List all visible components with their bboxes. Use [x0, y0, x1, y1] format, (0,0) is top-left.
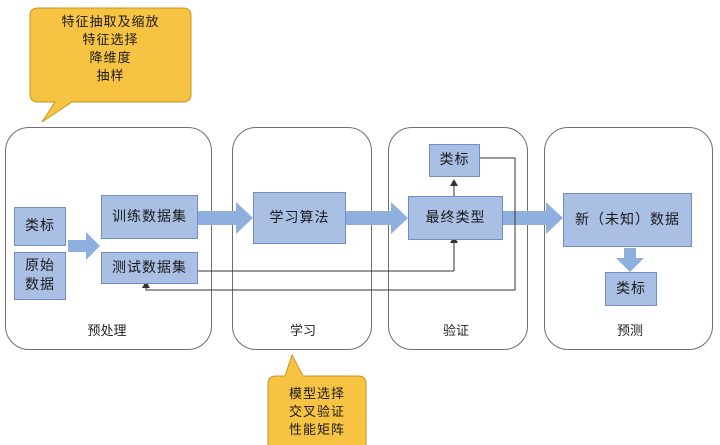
callout-line: 性能矩阵: [288, 423, 345, 438]
callout-line: 特征抽取及缩放: [61, 15, 160, 30]
arrow-train-to-algo: [197, 202, 253, 234]
learning-algorithm-box: 学习算法: [253, 192, 346, 244]
callout-line: 降维度: [89, 51, 132, 66]
callout-line: 抽样: [96, 69, 125, 84]
line-label-loop: [142, 157, 516, 291]
final-model-box: 最终类型: [408, 196, 503, 240]
stage-label-preprocess: 预处理: [87, 324, 127, 339]
arrow-new-to-label: [616, 248, 644, 272]
stage-label-learning: 学习: [289, 324, 316, 339]
top-callout-text: 特征抽取及缩放 特征选择 降维度 抽样: [30, 14, 191, 86]
label-box-validation: 类标: [429, 144, 480, 177]
callout-line: 特征选择: [82, 33, 139, 48]
bottom-callout-bubble: [267, 353, 367, 445]
top-callout-bubble: [29, 7, 192, 123]
label-box-prediction: 类标: [605, 272, 657, 306]
raw-data-box: 原始 数据: [14, 252, 66, 300]
stage-label-prediction: 预测: [616, 324, 643, 339]
callout-line: 模型选择: [288, 387, 345, 402]
label-box-preprocess: 类标: [14, 207, 66, 246]
new-data-box: 新（未知）数据: [563, 193, 692, 247]
arrow-pre-to-sets: [68, 232, 100, 260]
stage-label-validation: 验证: [442, 324, 469, 339]
bottom-callout-text: 模型选择 交叉验证 性能矩阵: [268, 386, 366, 440]
callout-line: 交叉验证: [288, 405, 345, 420]
arrow-algo-to-final: [346, 202, 408, 234]
train-set-box: 训练数据集: [101, 195, 198, 239]
arrow-final-to-new: [503, 202, 563, 234]
test-set-box: 测试数据集: [101, 252, 198, 284]
